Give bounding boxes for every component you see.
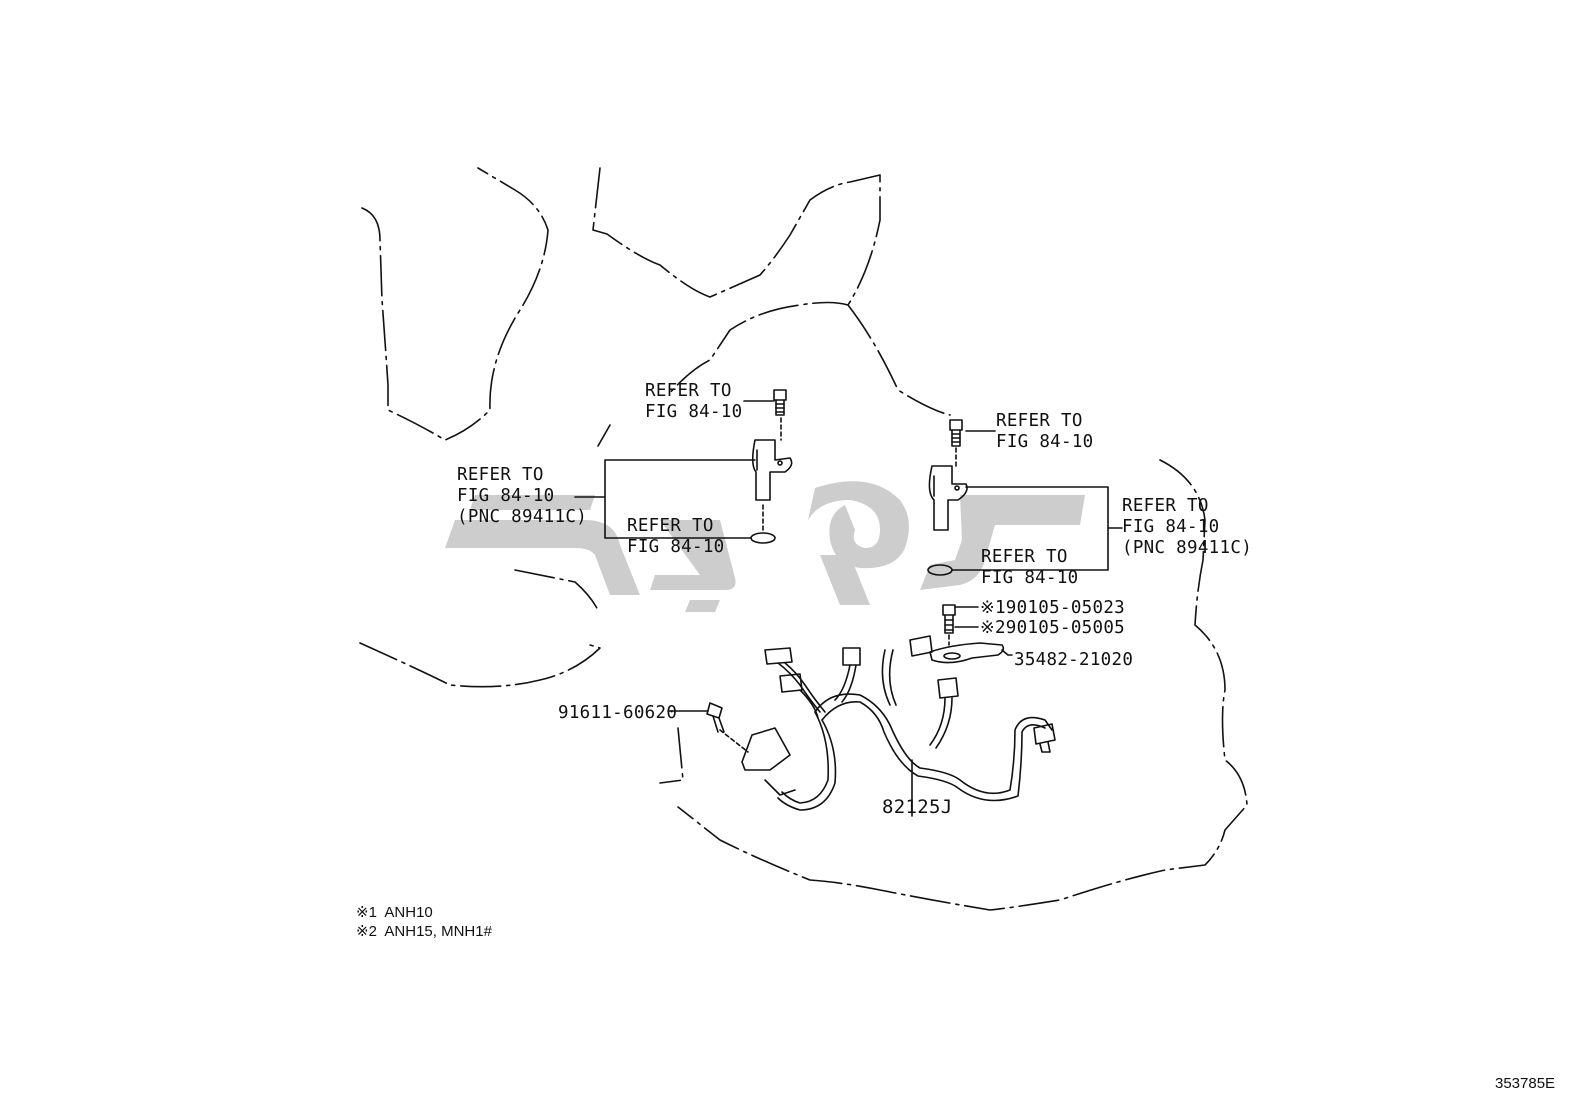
callout-line: REFER TO [627, 516, 714, 536]
part-number-bolt-variant-1: ※190105-05023 [980, 598, 1125, 618]
callout-line: FIG 84-10 [645, 402, 743, 422]
callout-refer-pnc-left: REFER TO FIG 84-10 (PNC 89411C) [457, 465, 587, 528]
callout-refer-oring-left: REFER TO FIG 84-10 [627, 516, 725, 558]
callout-line: REFER TO [645, 381, 732, 401]
callout-line: (PNC 89411C) [1122, 538, 1253, 558]
callout-line: REFER TO [457, 465, 544, 485]
figure-id: 353785E [1495, 1075, 1556, 1092]
applicability-note-2: ※2 ANH15, MNH1# [356, 923, 492, 940]
callout-line: FIG 84-10 [996, 432, 1094, 452]
leader-lines [574, 400, 1123, 817]
bracket-bolt [942, 604, 956, 634]
callout-line: REFER TO [1122, 496, 1209, 516]
callout-line: FIG 84-10 [457, 486, 555, 506]
callout-refer-top-left: REFER TO FIG 84-10 [645, 381, 743, 423]
callout-line: (PNC 89411C) [457, 507, 588, 527]
callout-refer-pnc-right: REFER TO FIG 84-10 (PNC 89411C) [1122, 496, 1252, 559]
bolt-left-top [773, 389, 787, 416]
part-number-bracket: 35482-21020 [1014, 650, 1134, 670]
callout-line: FIG 84-10 [627, 537, 725, 557]
wire-harness [741, 635, 1056, 811]
part-number-left-bolt: 91611-60620 [558, 703, 678, 723]
harness-bracket [929, 642, 1005, 664]
callout-line: REFER TO [981, 547, 1068, 567]
crank-sensor-right [928, 465, 968, 531]
callout-line: FIG 84-10 [1122, 517, 1220, 537]
callout-refer-oring-right: REFER TO FIG 84-10 [981, 547, 1079, 589]
callout-line: FIG 84-10 [981, 568, 1079, 588]
o-ring-left [750, 532, 776, 544]
engine-outline [359, 167, 1248, 911]
part-number-harness: 82125J [882, 796, 953, 818]
crank-sensor-left [751, 439, 793, 501]
applicability-note-1: ※1 ANH10 [356, 904, 433, 921]
bolt-right-top [949, 419, 963, 447]
callout-refer-top-right: REFER TO FIG 84-10 [996, 411, 1094, 453]
watermark-logo [445, 481, 1085, 612]
bolt-left-lower [706, 702, 725, 733]
part-number-bolt-variant-2: ※290105-05005 [980, 618, 1125, 638]
callout-line: REFER TO [996, 411, 1083, 431]
